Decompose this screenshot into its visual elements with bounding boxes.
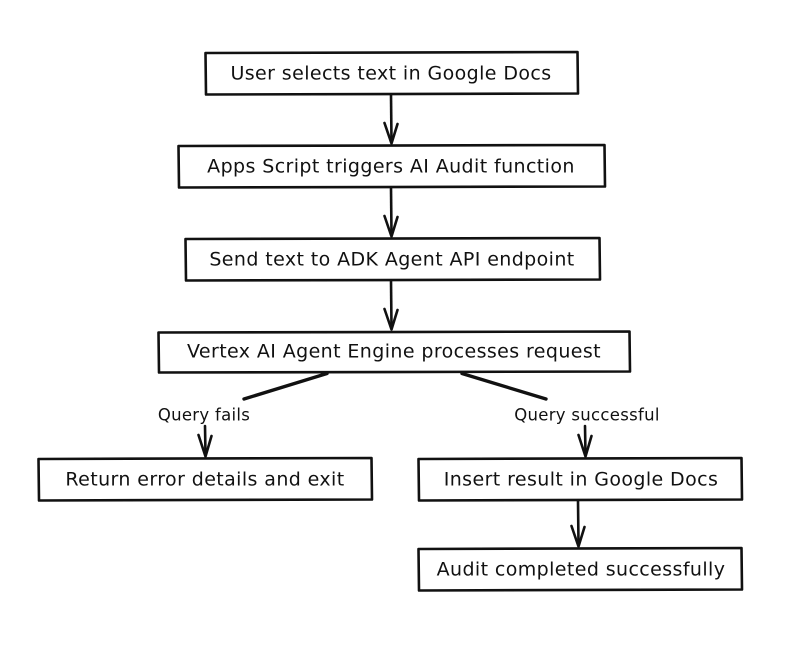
- edge-vertex-to-return-error: Query fails: [158, 371, 329, 458]
- node-insert-result-label: Insert result in Google Docs: [444, 469, 719, 491]
- arrow-head-icon: [197, 433, 213, 458]
- node-vertex-processes-label: Vertex AI Agent Engine processes request: [187, 341, 601, 363]
- node-insert-result-border: [417, 456, 744, 502]
- branch-line-left: [242, 371, 329, 401]
- edge-insert-result-to-audit-complete: [570, 499, 586, 548]
- edge-line-right-vertical: [583, 424, 587, 457]
- arrow-head-icon: [577, 433, 593, 458]
- node-audit-complete-border: [417, 546, 744, 592]
- arrow-head-icon: [383, 307, 399, 331]
- node-insert-result[interactable]: Insert result in Google Docs: [417, 456, 744, 502]
- node-return-error[interactable]: Return error details and exit: [37, 456, 374, 502]
- arrow-head-icon: [570, 524, 586, 548]
- edge-apps-script-to-send-adk: [383, 186, 399, 238]
- node-apps-script-trigger-label: Apps Script triggers AI Audit function: [207, 156, 575, 178]
- edge-line: [389, 279, 393, 329]
- node-audit-complete[interactable]: Audit completed successfully: [417, 546, 744, 592]
- node-send-to-adk-label: Send text to ADK Agent API endpoint: [209, 249, 574, 271]
- node-audit-complete-label: Audit completed successfully: [437, 559, 726, 581]
- edge-label-query-successful: Query successful: [514, 406, 660, 425]
- node-apps-script-trigger-border: [177, 143, 607, 189]
- node-select-text-border: [204, 50, 580, 96]
- edge-line-left-vertical: [203, 424, 207, 457]
- node-select-text-label: User selects text in Google Docs: [230, 63, 551, 85]
- branch-line-right: [460, 371, 548, 401]
- edge-line: [389, 93, 393, 143]
- node-send-to-adk-border: [184, 236, 602, 282]
- edge-vertex-to-insert-result: Query successful: [460, 371, 660, 458]
- node-apps-script-trigger[interactable]: Apps Script triggers AI Audit function: [177, 143, 607, 189]
- arrow-head-icon: [383, 121, 399, 145]
- node-return-error-label: Return error details and exit: [65, 469, 344, 491]
- edge-select-text-to-apps-script: [383, 93, 399, 145]
- edge-line: [389, 186, 393, 236]
- arrow-head-icon: [383, 214, 399, 238]
- node-send-to-adk[interactable]: Send text to ADK Agent API endpoint: [184, 236, 602, 282]
- node-vertex-processes-border: [157, 330, 632, 374]
- edge-send-adk-to-vertex: [383, 279, 399, 331]
- node-vertex-processes[interactable]: Vertex AI Agent Engine processes request: [157, 330, 632, 374]
- edge-label-query-fails: Query fails: [158, 406, 250, 425]
- edge-line: [576, 499, 580, 546]
- node-select-text[interactable]: User selects text in Google Docs: [204, 50, 580, 96]
- node-return-error-border: [37, 456, 374, 502]
